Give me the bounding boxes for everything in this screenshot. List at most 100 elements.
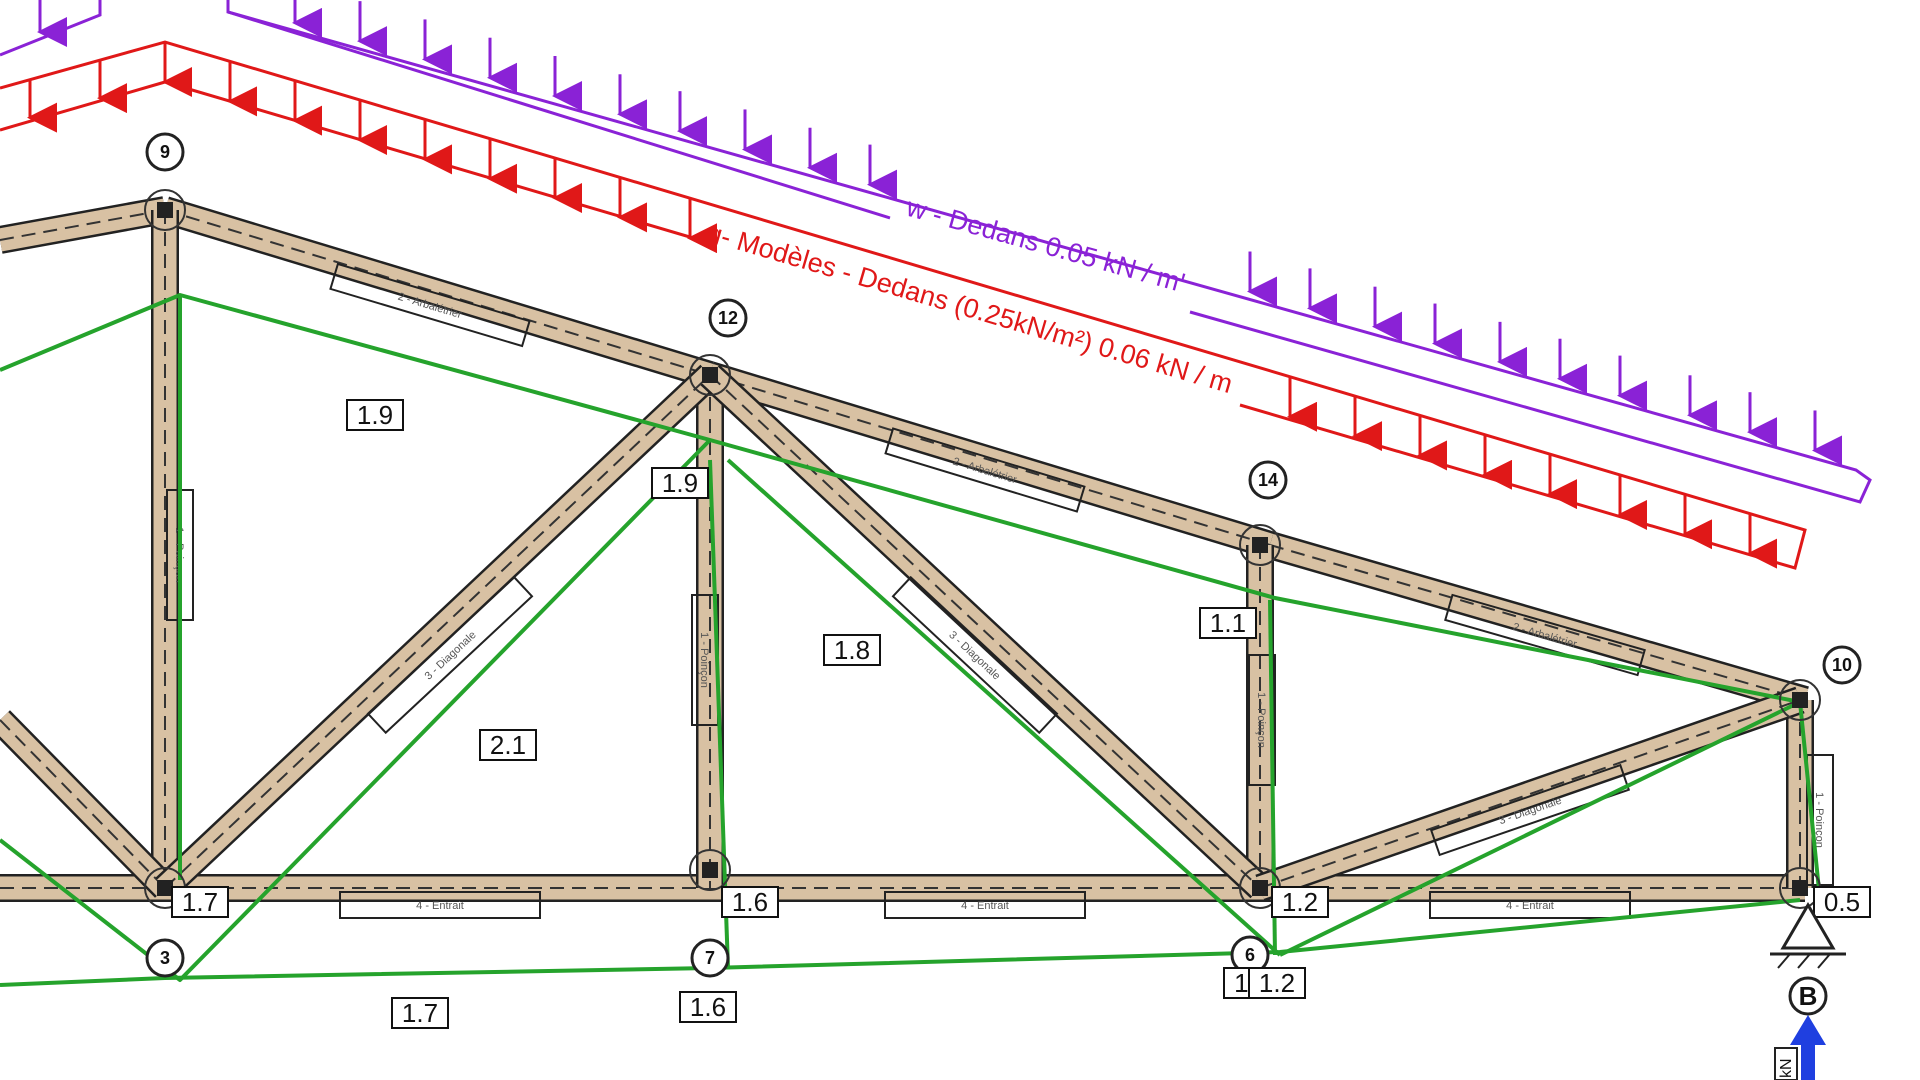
diagonal-axis	[1259, 699, 1801, 889]
diagonal-axis	[164, 374, 711, 889]
node-label: 9	[160, 142, 170, 162]
member-tag: 1 - Poinçon	[1248, 654, 1276, 786]
joint[interactable]	[689, 849, 731, 891]
value-label-box	[479, 729, 537, 761]
top-chord-axis	[1269, 544, 1806, 701]
load-g-band	[0, 40, 1807, 570]
value-label: 2.1	[479, 729, 537, 761]
joint[interactable]	[144, 189, 186, 231]
member-tag-label: 4 - Entrait	[1506, 900, 1554, 912]
value-label-text: 1.2	[1282, 887, 1318, 917]
joint-plate	[157, 202, 173, 218]
value-label: 1.7	[391, 997, 449, 1029]
member-tag-box	[884, 427, 1086, 513]
load-g-group: g- Modèles - Dedans (0.25kN/m²) 0.06 kN …	[0, 40, 1807, 570]
deflection-web-mid-diag	[726, 458, 1282, 957]
load-w-arrows	[292, 0, 1842, 466]
value-label: 1.9	[346, 399, 404, 431]
value-label-box	[1248, 967, 1306, 999]
value-label: 1.6	[679, 991, 737, 1023]
value-label-box	[1199, 607, 1257, 639]
member-tag-box	[884, 891, 1086, 919]
node-circle[interactable]	[145, 132, 185, 172]
member-tag-label: 1 - Poinçon	[698, 632, 710, 688]
node-label: 10	[1832, 655, 1852, 675]
value-label-text: 1.9	[662, 468, 698, 498]
support-label: B	[1799, 981, 1818, 1011]
node-label: 14	[1258, 470, 1278, 490]
joint-plate	[157, 880, 173, 896]
member-tag: 3 - Diagonale	[891, 575, 1059, 735]
joint-plate	[1792, 692, 1808, 708]
diagonal-axis	[0, 719, 166, 889]
reaction-arrow-icon	[1790, 1015, 1826, 1080]
deflection-right-post	[1798, 701, 1822, 901]
node-circle[interactable]	[690, 938, 730, 978]
member-tag: 4 - Entrait	[339, 891, 541, 919]
support-b[interactable]: B kN	[1770, 902, 1846, 1080]
member-tag-label: 1 - Poinçon	[1255, 692, 1267, 748]
member-tag-box	[366, 575, 534, 735]
support-hatch-3	[1817, 953, 1831, 969]
value-label-text: 1.7	[182, 887, 218, 917]
reaction-label-box	[1774, 1047, 1798, 1080]
load-w-label: w - Dedans 0.05 kN / m'	[902, 192, 1188, 298]
member-tag-box	[329, 262, 531, 348]
top-chord-axis	[164, 209, 711, 376]
value-label-box	[391, 997, 449, 1029]
value-label-text: 1.6	[732, 887, 768, 917]
node-circle[interactable]	[1248, 460, 1288, 500]
node-circle[interactable]	[145, 938, 185, 978]
value-label-box	[171, 886, 229, 918]
member-tag-label: 1 - Poinçon	[1813, 792, 1825, 848]
node-label: 7	[705, 948, 715, 968]
value-label-box	[679, 991, 737, 1023]
value-label-text: 1.7	[402, 998, 438, 1028]
joint-plate	[1792, 880, 1808, 896]
value-label: 0.5	[1813, 886, 1871, 918]
value-label-text: 1.6	[690, 992, 726, 1022]
joint-plate	[702, 862, 718, 878]
member-tag: 4 - Entrait	[1429, 891, 1631, 919]
support-pin-icon	[1780, 902, 1836, 950]
value-label: 1.8	[823, 634, 881, 666]
member-tag-label: 4 - Entrait	[416, 900, 464, 912]
top-chord-axis	[709, 374, 1271, 546]
value-label: 1.1	[1199, 607, 1257, 639]
value-label-box	[651, 467, 709, 499]
deflection-top-chord	[0, 293, 1801, 704]
member-tag-label: 4 - Entrait	[961, 900, 1009, 912]
node-label: 6	[1245, 945, 1255, 965]
value-label: 1.2	[1248, 967, 1306, 999]
node-circle[interactable]	[1822, 645, 1862, 685]
joint[interactable]	[689, 354, 731, 396]
member-tag-box	[891, 575, 1059, 735]
node-label: 3	[160, 948, 170, 968]
value-label-box	[1813, 886, 1871, 918]
joint[interactable]	[1779, 679, 1821, 721]
load-g-label: g- Modèles - Dedans (0.25kN/m²) 0.06 kN …	[703, 217, 1236, 399]
deflection-bottom-chord	[0, 898, 1801, 987]
value-label-text: 1.2	[1259, 968, 1295, 998]
value-label-text: 1.1	[1210, 608, 1246, 638]
joint-plate	[702, 367, 718, 383]
member-tag-box	[1444, 593, 1646, 677]
value-label: 1.7	[171, 886, 229, 918]
top-chord-left-axis	[0, 209, 166, 241]
support-hatch-2	[1797, 953, 1811, 969]
member-tag-box	[1429, 763, 1631, 857]
joint-plate	[1252, 880, 1268, 896]
diagonal-axis	[709, 374, 1261, 889]
support-hatch-1	[1777, 953, 1791, 969]
joint[interactable]	[1239, 524, 1281, 566]
joint-plate	[1252, 537, 1268, 553]
value-label-box	[721, 886, 779, 918]
value-label-text: 2.1	[490, 730, 526, 760]
value-label-text: 1.9	[357, 400, 393, 430]
node-circle[interactable]	[708, 298, 748, 338]
deflection-web-right-diag	[1279, 700, 1801, 957]
